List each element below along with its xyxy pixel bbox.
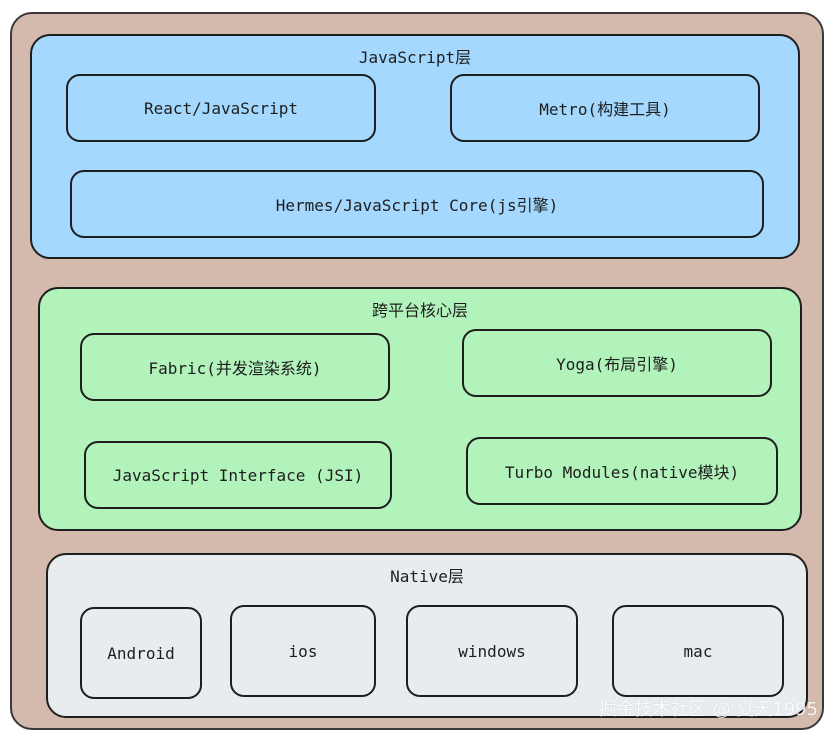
metro-box: Metro(构建工具) [450,74,760,142]
turbo-modules-box: Turbo Modules(native模块) [466,437,778,505]
core-layer-title: 跨平台核心层 [371,301,468,320]
yoga-box: Yoga(布局引擎) [462,329,772,397]
android-box: Android [80,607,202,699]
mac-box: mac [612,605,784,697]
javascript-layer: JavaScript层 React/JavaScript Metro(构建工具)… [30,34,800,259]
jsi-box: JavaScript Interface (JSI) [84,441,392,509]
windows-box: windows [406,605,578,697]
react-javascript-box: React/JavaScript [66,74,376,142]
core-layer: 跨平台核心层 Fabric(并发渲染系统) Yoga(布局引擎) JavaScr… [38,287,802,531]
hermes-box: Hermes/JavaScript Core(js引擎) [70,170,764,238]
javascript-layer-title: JavaScript层 [358,48,472,67]
fabric-box: Fabric(并发渲染系统) [80,333,390,401]
native-layer: Native层 Android ios windows mac [46,553,808,718]
watermark: 掘金技术社区 @ 夏天1995 [598,699,818,720]
ios-box: ios [230,605,376,697]
native-layer-title: Native层 [390,567,464,586]
